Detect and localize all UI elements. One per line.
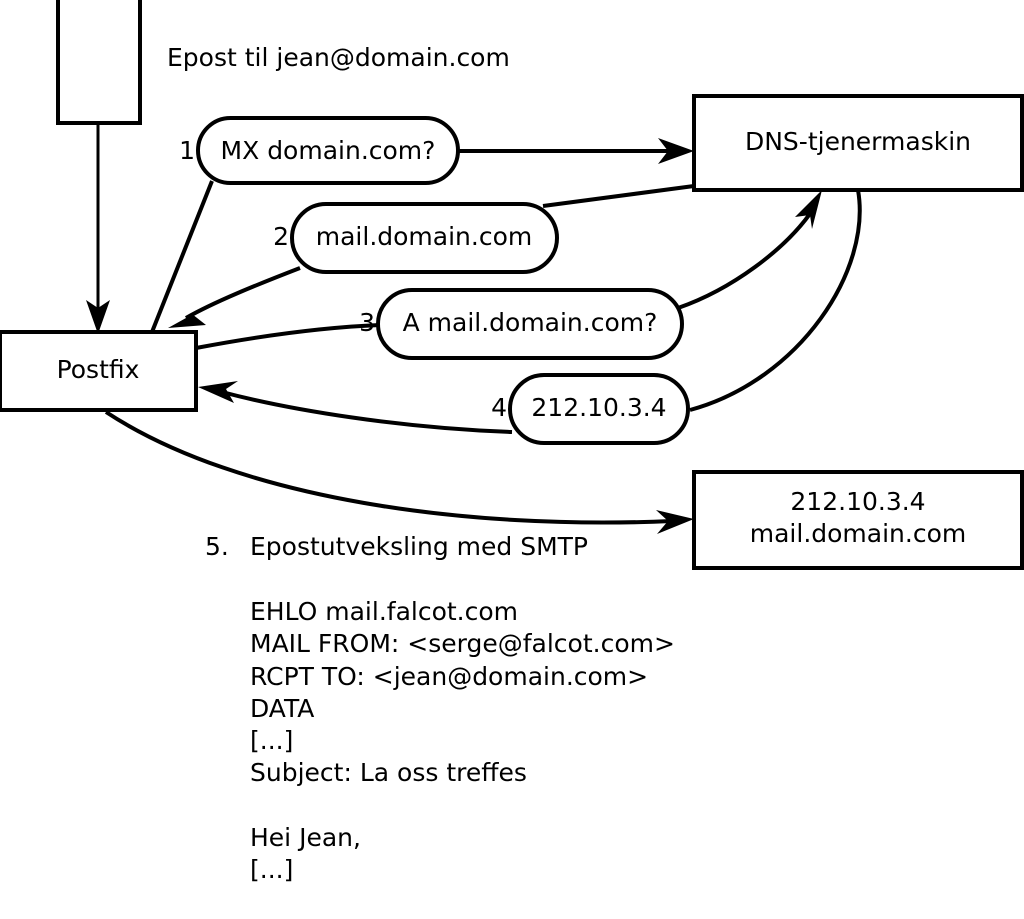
arrowhead-icon — [795, 190, 822, 229]
mail-server-box — [692, 470, 1024, 570]
smtp-transcript: EHLO mail.falcot.com MAIL FROM: <serge@f… — [250, 597, 675, 919]
smtp-line: RCPT TO: <jean@domain.com> — [250, 662, 648, 691]
edge-line — [542, 184, 695, 208]
edge-line — [677, 206, 816, 310]
arrowhead-icon — [198, 381, 238, 403]
edge-line — [195, 323, 381, 350]
step-4-bubble: 4. 212.10.3.4 — [491, 373, 690, 445]
dns-server-label: DNS-tjenermaskin — [745, 127, 971, 156]
edge-line — [150, 180, 214, 333]
smtp-line: [...] — [250, 726, 293, 755]
smtp-line: DATA — [250, 694, 314, 723]
arrowhead-icon — [658, 138, 694, 164]
mail-server-hostname: mail.domain.com — [750, 519, 966, 548]
edge-postfix-to-step3 — [195, 323, 381, 350]
smtp-line: Hei Jean, — [250, 823, 361, 852]
step-5-label: Epostutveksling med SMTP — [250, 532, 588, 561]
dns-server-node: DNS-tjenermaskin — [692, 94, 1024, 192]
postfix-node: Postfix — [0, 330, 198, 412]
edge-step3-to-dns — [677, 190, 822, 310]
step-1-box — [196, 116, 460, 185]
arrowhead-icon — [656, 510, 694, 534]
edge-line — [104, 410, 673, 525]
dns-server-box — [692, 94, 1024, 192]
edge-step1-to-dns — [458, 138, 694, 164]
step-5-number: 5. — [205, 532, 229, 561]
edge-line — [689, 189, 862, 412]
edge-postfix-to-step1 — [150, 180, 214, 333]
step-2-bubble: 2. mail.domain.com — [273, 202, 559, 274]
step-3-label: A mail.domain.com? — [403, 308, 658, 337]
edge-step4-to-postfix — [198, 381, 513, 434]
edge-line — [185, 266, 301, 320]
step-2-box — [290, 202, 559, 274]
edge-dns-to-step4 — [689, 189, 862, 412]
smtp-line: EHLO mail.falcot.com — [250, 597, 518, 626]
step-3-box — [376, 288, 684, 360]
edge-line — [221, 390, 513, 434]
edge-client-to-postfix — [86, 123, 110, 334]
postfix-label: Postfix — [57, 355, 140, 384]
smtp-line: [...] — [250, 855, 293, 884]
step-4-label: 212.10.3.4 — [531, 393, 666, 422]
step-3-bubble: 3. A mail.domain.com? — [359, 288, 684, 360]
page-title: Epost til jean@domain.com — [167, 43, 510, 72]
arrowhead-icon — [86, 300, 110, 334]
arrowhead-icon — [168, 308, 206, 328]
edge-dns-to-step2 — [542, 184, 695, 208]
edge-step2-to-postfix — [168, 266, 301, 328]
edge-postfix-to-mailserver — [104, 410, 694, 534]
smtp-line: MAIL FROM: <serge@falcot.com> — [250, 629, 675, 658]
mail-server-ip: 212.10.3.4 — [790, 487, 925, 516]
step-1-bubble: 1. MX domain.com? — [179, 116, 460, 185]
smtp-line: . — [250, 901, 258, 919]
client-node — [56, 0, 142, 125]
step-2-label: mail.domain.com — [316, 222, 532, 251]
mail-server-node: 212.10.3.4 mail.domain.com — [692, 470, 1024, 570]
smtp-line: Subject: La oss treffes — [250, 758, 527, 787]
postfix-box — [0, 330, 198, 412]
step-4-box — [508, 373, 690, 445]
step-1-label: MX domain.com? — [221, 136, 436, 165]
